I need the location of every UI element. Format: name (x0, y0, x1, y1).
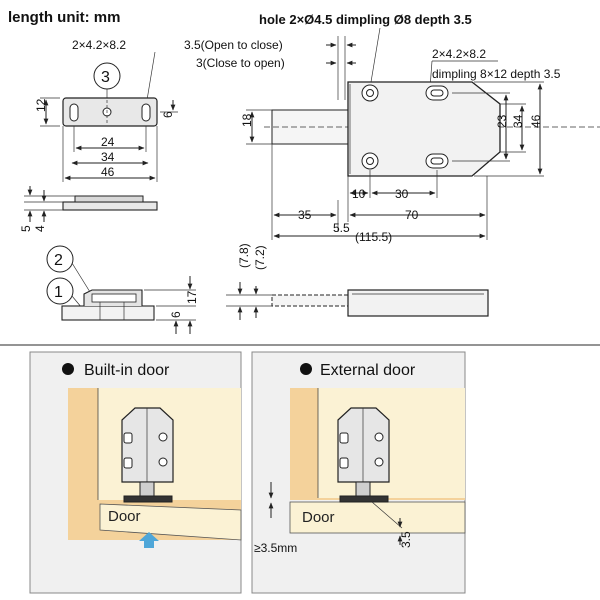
dim-10-label: 10 (352, 187, 366, 201)
open-to-close-label: 3.5(Open to close) (184, 38, 283, 52)
dim-70-label: 70 (405, 208, 419, 222)
plate-slot-left (69, 103, 79, 122)
push-arrow-icon (139, 532, 159, 548)
external-door-label: Door (302, 509, 335, 526)
dim-6-side-label: 6 (169, 311, 183, 318)
gap-label: ≥3.5mm (254, 541, 297, 555)
external-latch-icon (337, 407, 390, 503)
close-to-open-label: 3(Close to open) (196, 56, 285, 70)
builtin-bullet-icon (62, 363, 74, 375)
top-slot-callout: 2×4.2×8.2 (72, 38, 126, 52)
latch-front-view: hole 2×Ø4.5 dimpling Ø8 depth 3.5 3.5(Op… (184, 12, 600, 244)
dim-46-label: 46 (101, 165, 115, 179)
slot-note: 2×4.2×8.2 (432, 47, 486, 61)
callout-circle-2 (46, 245, 74, 273)
builtin-door-panel: Built-in door Door (29, 351, 242, 594)
external-bullet-icon (300, 363, 312, 375)
plate-side-view: 5 4 (19, 186, 158, 232)
external-door-panel: External door Door ≥3.5mm 3.5 (251, 351, 466, 594)
dim-17-label: 17 (185, 290, 199, 304)
dim-34-label: 34 (101, 150, 115, 164)
external-door-title: External door (320, 362, 416, 379)
dim-7-8-label: (7.8) (237, 243, 251, 268)
dim-4-label: 4 (33, 225, 47, 232)
dim-46-right-label: 46 (529, 114, 543, 128)
builtin-latch-icon (121, 407, 174, 503)
callout-circle-1 (46, 277, 74, 305)
callout-number-3: 3 (101, 69, 110, 86)
plate-slot-right (141, 103, 151, 122)
dim-18-label: 18 (240, 113, 254, 127)
top-view-plate: 2×4.2×8.2 3 12 6 24 34 46 (34, 38, 178, 182)
dim-5-label: 5 (19, 225, 33, 232)
hole-note: hole 2×Ø4.5 dimpling Ø8 depth 3.5 (259, 12, 472, 27)
callout-number-2: 2 (54, 252, 63, 269)
callout-number-1: 1 (54, 284, 63, 301)
dim-24-label: 24 (101, 135, 115, 149)
dim-6-label: 6 (161, 111, 175, 118)
dim-7-2-label: (7.2) (253, 245, 267, 270)
dim-5-5-label: 5.5 (333, 221, 350, 235)
dim-34-right-label: 34 (511, 114, 525, 128)
dim-35-label: 35 (298, 208, 312, 222)
length-unit-label: length unit: mm (8, 9, 121, 26)
dimpling-note: dimpling 8×12 depth 3.5 (432, 67, 561, 81)
dim-23-label: 23 (495, 114, 509, 128)
dim-30-label: 30 (395, 187, 409, 201)
latch-side-view: 2 1 17 6 (7.8) (7.2) (46, 243, 489, 334)
dim-3-5-label: 3.5 (399, 531, 413, 548)
builtin-door-title: Built-in door (84, 362, 170, 379)
dim-12-label: 12 (34, 98, 48, 112)
builtin-door-label: Door (108, 508, 141, 525)
dim-115-5-label: (115.5) (355, 230, 392, 244)
